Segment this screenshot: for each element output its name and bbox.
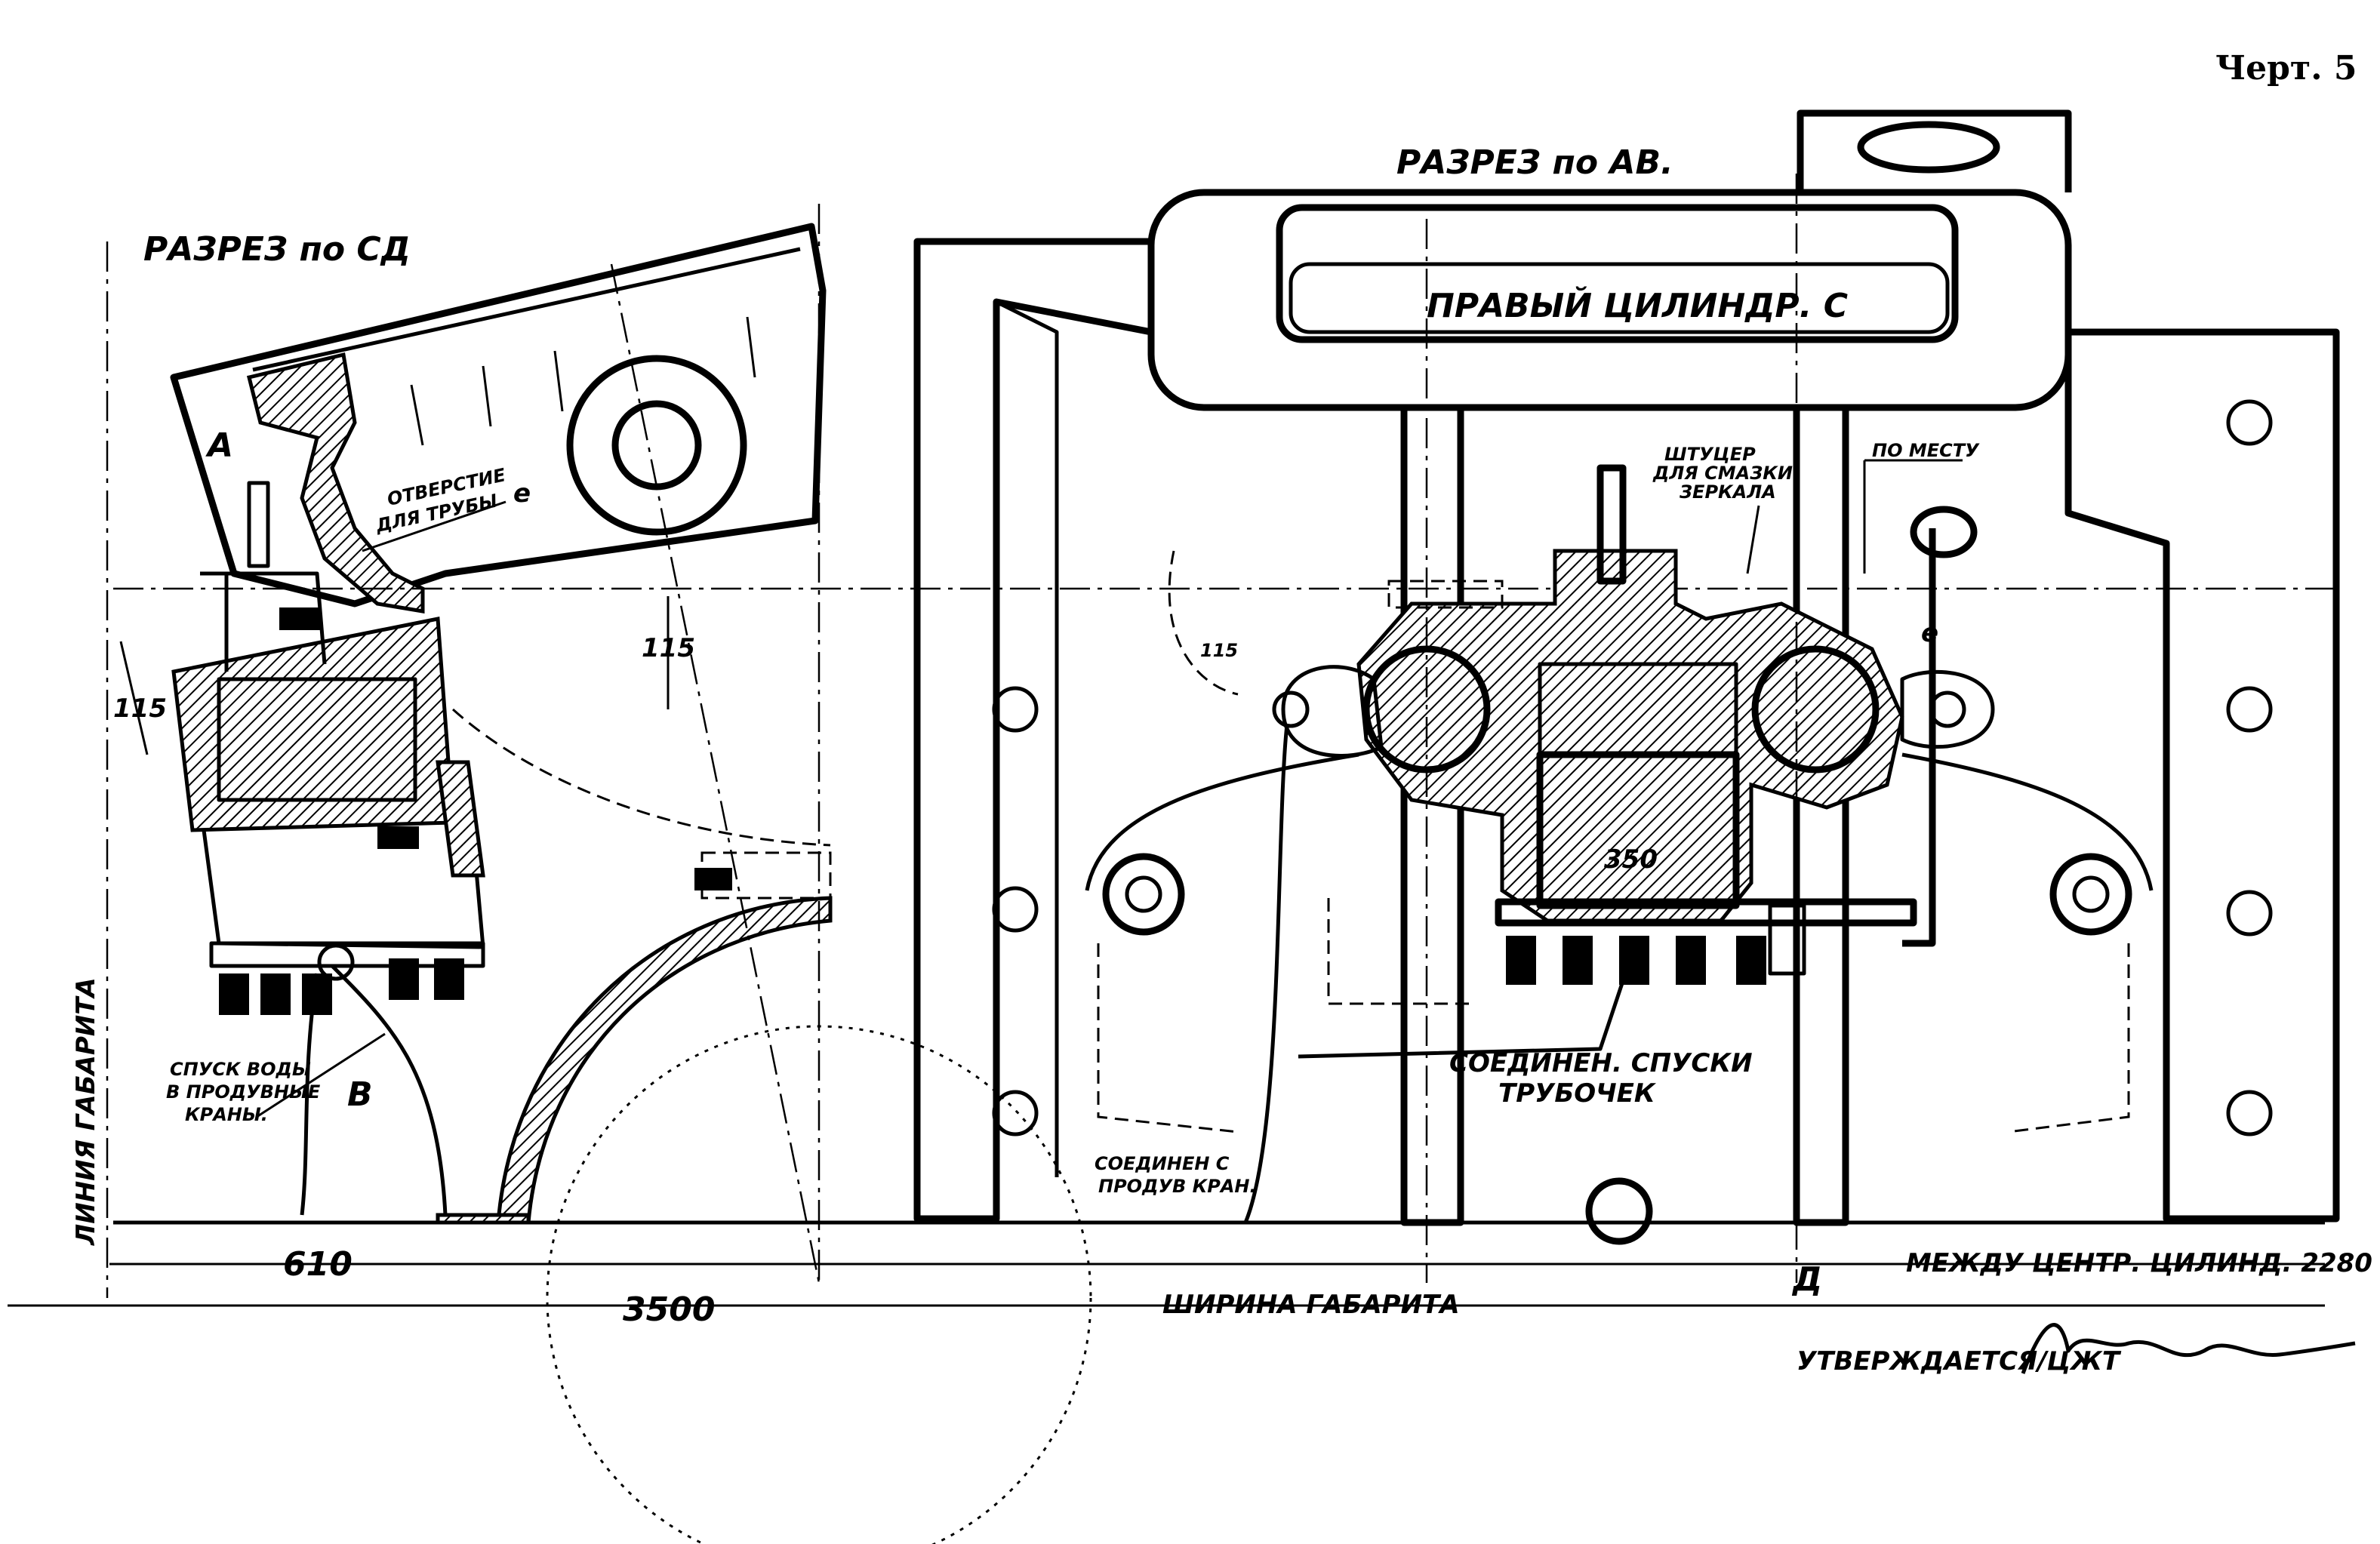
drain-pipe-right-2 xyxy=(1298,980,1625,1059)
side-boss-right xyxy=(2049,853,2132,936)
dim-115-right: 115 xyxy=(1200,640,1238,661)
side-boss-left-hole xyxy=(1125,875,1162,913)
connected-note-2: ПРОДУВ КРАН. xyxy=(1098,1176,1257,1197)
cylinder-bore xyxy=(1289,262,1950,334)
cylinder-body xyxy=(1276,204,1959,343)
bottom-boss xyxy=(1585,1177,1653,1245)
gauge-line-label: ЛИНИЯ ГАБАРИТА xyxy=(71,977,101,1246)
spring-block xyxy=(694,868,732,890)
section-ab-title: РАЗРЕЗ по АВ. xyxy=(1396,143,1673,182)
between-centers-label: МЕЖДУ ЦЕНТР. ЦИЛИНД. 2280 xyxy=(1906,1248,2372,1278)
connected-note-1: СОЕДИНЕН С xyxy=(1095,1153,1230,1174)
valve-box-top xyxy=(200,571,327,672)
flange-bolt-left xyxy=(1272,690,1310,728)
frame-left-hole-2 xyxy=(992,886,1039,933)
section-cd-title: РАЗРЕЗ по СД xyxy=(143,230,411,269)
valve-box-cavity xyxy=(217,677,417,802)
gauge-width-label: ШИРИНА ГАБАРИТА xyxy=(1162,1290,1460,1320)
dimension-lines: 610 3500 ШИРИНА ГАБАРИТА Д МЕЖДУ ЦЕНТР. … xyxy=(8,1220,2372,1329)
frame-left-hole-1 xyxy=(992,686,1039,733)
valve-body-wall xyxy=(436,760,485,878)
in-place-leader xyxy=(1863,459,1963,574)
drain-note-1: СПУСК ВОДЫ xyxy=(170,1059,311,1080)
wheel-arch-section xyxy=(496,896,833,1225)
hidden-box-ab xyxy=(1387,580,1504,609)
signature xyxy=(2021,1323,2356,1374)
fitting-note-1: ШТУЦЕР xyxy=(1664,444,1756,465)
side-boss-right-hole xyxy=(2072,875,2110,913)
right-top-oval xyxy=(1857,121,2000,174)
flange-ear-left xyxy=(1281,665,1384,758)
drain-pipe xyxy=(331,964,448,1216)
pipe-hole-leader xyxy=(362,500,506,552)
bolt-row-left xyxy=(209,941,485,1015)
pipe-e-nut xyxy=(1910,506,1978,558)
steam-pipe-bore xyxy=(611,400,702,491)
letter-e-right: е xyxy=(1921,618,1938,648)
oil-fitting-stem xyxy=(1596,464,1627,585)
dim-610: 610 xyxy=(283,1245,353,1284)
frame-left xyxy=(913,238,1155,1223)
tubes-note-2: ТРУБОЧЕК xyxy=(1498,1078,1657,1109)
frame-right-hole-3 xyxy=(2226,890,2273,937)
nut-mid xyxy=(377,826,419,849)
in-place-note: ПО МЕСТУ xyxy=(1872,440,1980,461)
sheet-number: Черт. 5 xyxy=(2215,49,2357,88)
frame-right-hole-1 xyxy=(2226,399,2273,446)
steam-chest-section xyxy=(1356,549,1904,923)
frame-ribs xyxy=(410,316,756,446)
frame-right-hole-2 xyxy=(2226,686,2273,733)
frame-right-hole-4 xyxy=(2226,1090,2273,1136)
centerline-inclined xyxy=(610,263,821,1284)
flange-ear-right xyxy=(1900,669,1995,749)
bolt-row-right xyxy=(1495,898,1917,985)
tubes-note-1: СОЕДИНЕН. СПУСКИ xyxy=(1449,1048,1753,1078)
dim-3500: 3500 xyxy=(623,1290,715,1329)
frame-outline xyxy=(170,223,827,607)
bracket-left xyxy=(1085,752,1359,891)
port-right xyxy=(1751,645,1880,774)
dim-115-mid: 115 xyxy=(642,633,695,663)
frame-leg-line xyxy=(300,973,319,1216)
stud-top xyxy=(247,481,270,568)
drain-note-2: В ПРОДУВНЫЕ xyxy=(166,1081,321,1103)
fitting-leader xyxy=(1746,505,1760,574)
cylinder-title: ПРАВЫЙ ЦИЛИНДР. С xyxy=(1427,285,1848,325)
frame-left-inner xyxy=(995,300,1059,1177)
valve-chamber xyxy=(1536,751,1740,909)
hidden-line-cd xyxy=(451,708,831,847)
approval-label: УТВЕРЖДАЕТСЯ/ЦЖТ xyxy=(1797,1346,2122,1376)
right-top-block xyxy=(1797,109,2072,192)
section-ab-view: РАЗРЕЗ по АВ. ПРАВЫЙ ЦИЛИНДР. С 350 xyxy=(913,109,2340,1283)
dim-350: 350 xyxy=(1604,844,1658,875)
letter-d: Д xyxy=(1791,1260,1822,1299)
fitting-note-3: ЗЕРКАЛА xyxy=(1679,481,1776,503)
rod-right xyxy=(1793,408,1849,1226)
side-boss-left xyxy=(1102,853,1185,936)
letter-b: В xyxy=(347,1075,373,1114)
drain-pipe-right-1 xyxy=(1243,724,1289,1223)
rod-left xyxy=(1400,408,1464,1226)
letter-a: А xyxy=(205,426,233,465)
steam-pipe-boss xyxy=(566,355,747,536)
flange-bolt-right xyxy=(1929,690,1966,728)
frame-inner-edge xyxy=(252,247,801,372)
frame-left-hole-3 xyxy=(992,1090,1039,1136)
letter-e-left: е xyxy=(513,478,531,509)
casting-wall-section xyxy=(246,352,425,614)
dim-115-left-line xyxy=(119,641,149,755)
drain-leader xyxy=(256,1032,386,1118)
nut-top xyxy=(279,607,321,630)
frame-right xyxy=(2064,328,2340,1223)
fitting-note-2: ДЛЯ СМАЗКИ xyxy=(1652,463,1793,484)
section-cd-view: РАЗРЕЗ по СД ЛИНИЯ ГАБАРИТА А ОТВЕРСТИЕ … xyxy=(71,204,2340,1544)
pipe-e xyxy=(1902,528,1936,947)
dim-115-left: 115 xyxy=(113,694,167,724)
bracket-right xyxy=(1901,752,2154,891)
hidden-lines-ab xyxy=(1097,550,2130,1133)
drain-note-3: КРАНЫ. xyxy=(185,1104,268,1125)
